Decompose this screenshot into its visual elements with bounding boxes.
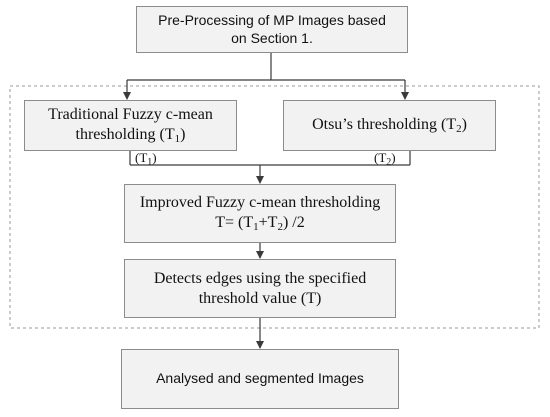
improved-line1: Improved Fuzzy c-mean thresholding [139, 193, 381, 211]
otsu-box: Otsu’s thresholding (T2) [283, 100, 496, 151]
fcm-line2-suffix: ) [180, 125, 186, 143]
fcm-box: Traditional Fuzzy c-mean thresholding (T… [24, 100, 237, 151]
otsu-label: Otsu’s thresholding (T2) [312, 115, 467, 137]
otsu-label-suffix: ) [461, 115, 467, 133]
improved-formula: T= (T1+T2) /2 [215, 213, 304, 235]
edge-label-t2-subscript: 2 [386, 157, 392, 168]
edge-label-t1-subscript: 1 [147, 157, 153, 168]
preprocess-box: Pre-Processing of MP Images based on Sec… [136, 6, 408, 53]
formula-subscript-2: 2 [277, 220, 283, 233]
otsu-label-prefix: Otsu’s thresholding (T [312, 115, 457, 133]
edge-label-t1-prefix: (T [135, 150, 148, 165]
fcm-line2-prefix: thresholding (T [75, 125, 175, 143]
improved-box: Improved Fuzzy c-mean thresholding T= (T… [124, 184, 396, 243]
otsu-label-subscript: 2 [456, 122, 462, 135]
fcm-line2: thresholding (T1) [76, 125, 186, 147]
fcm-line2-subscript: 1 [174, 132, 181, 145]
edge-label-t2: (T2) [374, 150, 396, 168]
preprocess-line1: Pre-Processing of MP Images based [158, 12, 386, 28]
edges-line2: threshold value (T) [198, 289, 322, 307]
edge-label-t1-suffix: ) [152, 150, 157, 165]
fcm-line1: Traditional Fuzzy c-mean [48, 105, 213, 123]
edges-line1: Detects edges using the specified [153, 269, 367, 287]
formula-part-c: ) /2 [282, 213, 305, 231]
preprocess-line2: on Section 1. [231, 29, 313, 46]
output-box: Analysed and segmented Images [121, 349, 399, 409]
output-line1: Analysed and segmented Images [156, 370, 364, 387]
edge-label-t2-prefix: (T [374, 150, 387, 165]
formula-subscript-1: 1 [253, 220, 259, 233]
edges-box: Detects edges using the specified thresh… [124, 259, 396, 318]
edge-label-t2-suffix: ) [391, 150, 396, 165]
formula-part-a: T= (T [215, 213, 254, 231]
formula-part-b: +T [258, 213, 278, 231]
edge-label-t1: (T1) [135, 150, 157, 168]
dashed-group-border [9, 85, 540, 329]
